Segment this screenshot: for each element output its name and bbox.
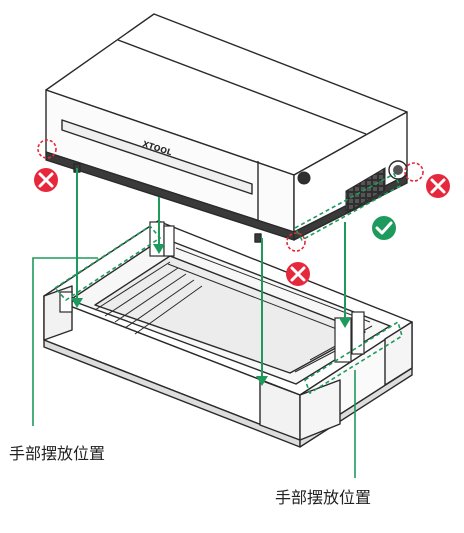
hand-position-label-right: 手部摆放位置 — [275, 488, 372, 507]
wrong-spot-front — [286, 232, 306, 252]
fan-port-core — [393, 165, 403, 175]
wrong-marker-1 — [34, 168, 58, 192]
guide-arrowheads — [71, 244, 351, 386]
cross-icon — [38, 172, 54, 188]
power-button — [297, 171, 311, 185]
grip-zones — [53, 172, 403, 395]
wrong-marker-3 — [426, 174, 450, 198]
wrong-spot-outlines — [37, 139, 424, 252]
correct-marker — [372, 216, 396, 240]
check-icon — [375, 221, 393, 235]
arrowhead-left — [71, 298, 83, 308]
arrowhead-front — [256, 376, 268, 386]
wrong-spot-right — [404, 162, 424, 182]
cross-icon — [430, 178, 446, 194]
hand-position-label-left: 手部摆放位置 — [9, 444, 106, 463]
grip-zone-right — [304, 320, 403, 395]
cross-icon — [290, 266, 306, 282]
arrowhead-right — [339, 318, 351, 328]
grip-zone-machine — [293, 172, 402, 242]
grip-zone-left — [53, 224, 162, 302]
leader-lines — [32, 257, 356, 478]
vent-grille — [345, 167, 386, 214]
arrowhead-rear — [153, 244, 165, 254]
wrong-marker-2 — [286, 262, 310, 286]
wrong-spot-left — [37, 139, 57, 159]
leader-left — [32, 257, 98, 426]
guide-lines — [76, 168, 346, 380]
